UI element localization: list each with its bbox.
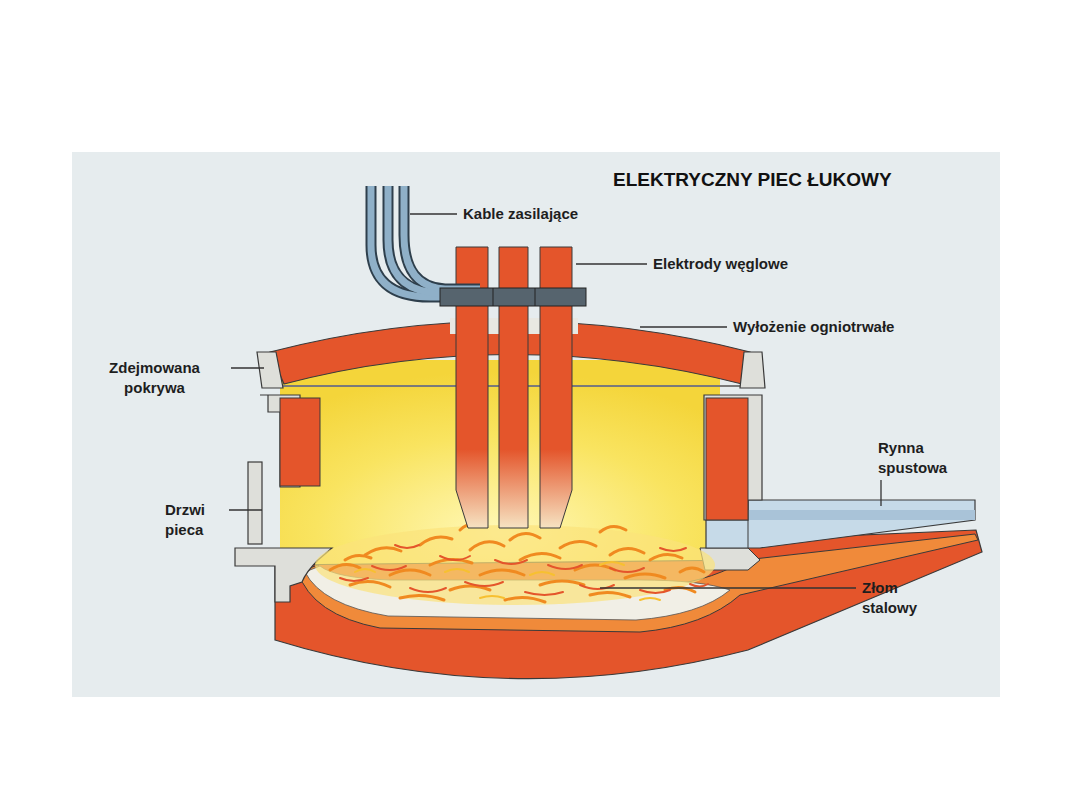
part-label: Kable zasilające — [463, 204, 578, 224]
part-label: Wyłożenie ogniotrwałe — [733, 317, 894, 337]
part-label: Zdejmowana pokrywa — [82, 358, 227, 398]
power-cables — [371, 186, 480, 297]
leader-lines — [229, 214, 881, 588]
diagram-title: ELEKTRYCZNY PIEC ŁUKOWY — [613, 168, 892, 192]
panel-ground — [72, 152, 1000, 697]
part-label: Drzwi pieca — [165, 500, 225, 540]
part-label: Elektrody węglowe — [653, 254, 788, 274]
part-label: Rynna spustowa — [878, 438, 970, 478]
furnace-door — [248, 462, 262, 544]
arc-flames — [315, 524, 715, 605]
electrode-clamp — [440, 288, 586, 306]
part-label: Złom stalowy — [862, 578, 946, 618]
